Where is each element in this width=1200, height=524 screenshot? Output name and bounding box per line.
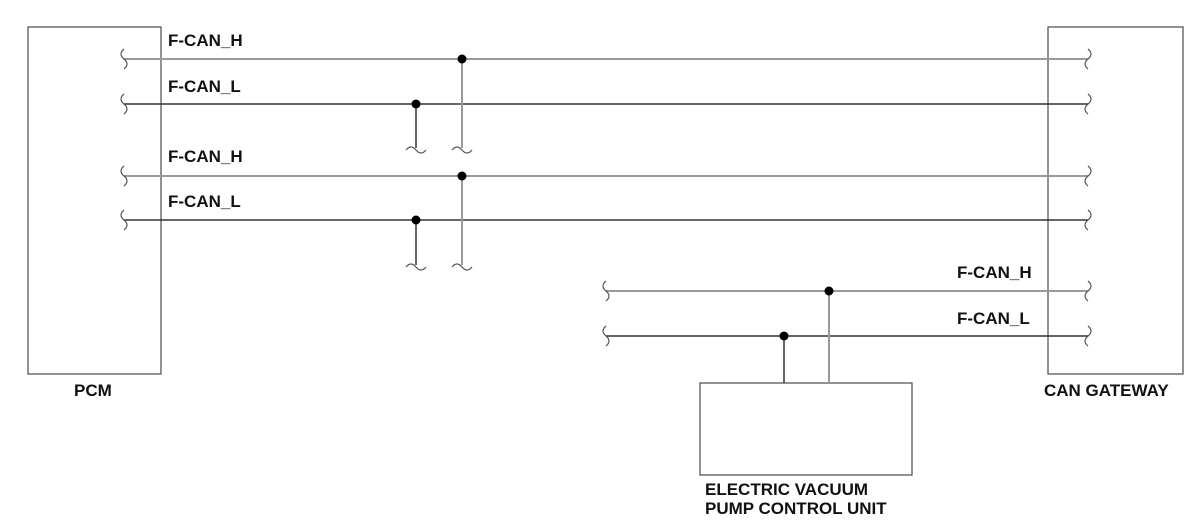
pair1-low-splice	[411, 99, 421, 109]
pair2-high-label: F-CAN_H	[168, 147, 243, 166]
pcm-label: PCM	[74, 381, 112, 400]
evpcu-label-line1: ELECTRIC VACUUM	[705, 480, 868, 499]
evpcu-label-line2: PUMP CONTROL UNIT	[705, 499, 887, 518]
wire-break-symbol	[602, 280, 610, 302]
wire-break-symbol	[1084, 165, 1092, 187]
pair3-high-splice	[824, 286, 834, 296]
wire-break-symbol	[1084, 93, 1092, 115]
wire-break-symbol	[1084, 48, 1092, 70]
wire-break-symbol	[1084, 209, 1092, 231]
wire-break-symbol	[120, 165, 128, 187]
pair2-low-label: F-CAN_L	[168, 192, 241, 211]
pair2-low-splice	[411, 215, 421, 225]
wire-break-symbol	[1084, 325, 1092, 347]
pair1-high-label: F-CAN_H	[168, 31, 243, 50]
pair1-high-splice	[457, 54, 467, 64]
wire-break-symbol	[451, 263, 473, 271]
can-gateway-box	[1047, 26, 1184, 375]
pair2-high-splice	[457, 171, 467, 181]
wire-break-symbol	[405, 146, 427, 154]
pcm-box	[27, 26, 162, 375]
wire-break-symbol	[120, 48, 128, 70]
evpcu-box	[699, 382, 913, 476]
wire-break-symbol	[1084, 280, 1092, 302]
pair3-low-label: F-CAN_L	[957, 309, 1030, 328]
wire-break-symbol	[405, 263, 427, 271]
wire-break-symbol	[120, 93, 128, 115]
pair1-low-label: F-CAN_L	[168, 77, 241, 96]
pair3-high-label: F-CAN_H	[957, 263, 1032, 282]
can-gateway-label: CAN GATEWAY	[1044, 381, 1169, 400]
wire-break-symbol	[602, 325, 610, 347]
wire-break-symbol	[451, 146, 473, 154]
pair3-low-splice	[779, 331, 789, 341]
wire-break-symbol	[120, 209, 128, 231]
